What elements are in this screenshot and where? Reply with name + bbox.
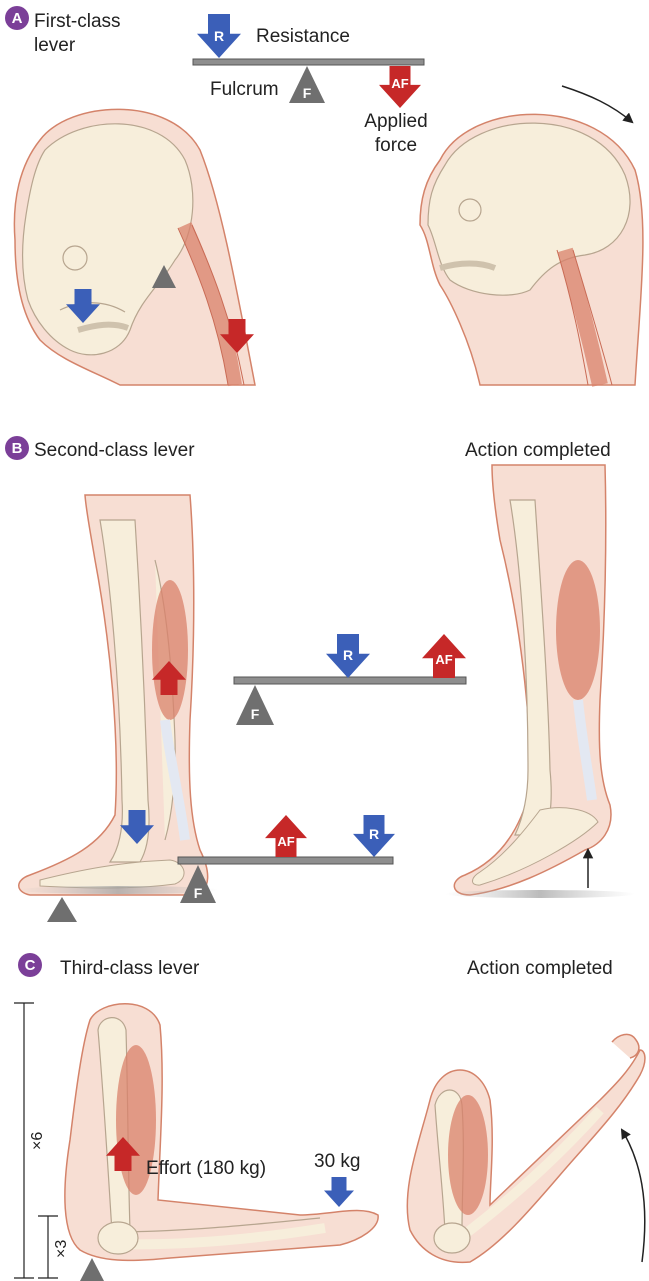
leg-tiptoe-illustration xyxy=(445,465,635,898)
fulcrum-triangle-icon xyxy=(80,1258,104,1281)
fulcrum-label: Fulcrum xyxy=(210,79,279,100)
lever-beam xyxy=(234,677,466,684)
applied-force-arrow-letter: AF xyxy=(391,76,408,91)
panel-a-title-line1: First-class xyxy=(34,11,121,32)
arm-flexed-illustration xyxy=(407,1034,645,1262)
resistance-arrow-letter: R xyxy=(214,28,224,44)
fulcrum-triangle-icon xyxy=(47,897,77,922)
resistance-label: Resistance xyxy=(256,26,350,47)
badge-b-letter: B xyxy=(12,440,23,457)
distance-ratio-markers: ×6 ×3 xyxy=(14,1003,70,1278)
lever-beam xyxy=(178,857,393,864)
arm-bent-illustration xyxy=(65,1004,378,1281)
panel-a: A First-class lever R Resistance F Fulcr… xyxy=(5,6,643,385)
applied-force-arrow-letter: AF xyxy=(435,652,452,667)
ratio-long-label: ×6 xyxy=(29,1132,46,1150)
rotation-arrow-icon xyxy=(562,86,632,122)
badge-a-letter: A xyxy=(12,10,23,27)
head-upright-illustration xyxy=(420,86,643,385)
fulcrum-letter: F xyxy=(194,885,203,901)
fulcrum-letter: F xyxy=(303,85,312,101)
head-flexed-illustration xyxy=(14,109,255,385)
applied-force-arrow-letter: AF xyxy=(277,834,294,849)
rotation-arrow-icon xyxy=(622,1130,645,1262)
badge-c-letter: C xyxy=(25,957,36,974)
resistance-arrow-icon xyxy=(324,1177,354,1207)
resistance-arrow-letter: R xyxy=(369,826,379,842)
panel-b: B Second-class lever Action completed R … xyxy=(5,436,635,922)
fulcrum-letter: F xyxy=(251,706,260,722)
lever-beam xyxy=(193,59,424,65)
applied-force-label-line1: Applied xyxy=(364,111,427,132)
panel-c-completed-label: Action completed xyxy=(467,958,613,979)
weight-label: 30 kg xyxy=(314,1151,360,1172)
panel-b-title: Second-class lever xyxy=(34,440,195,461)
panel-b-completed-label: Action completed xyxy=(465,440,611,461)
applied-force-label-line2: force xyxy=(375,135,417,156)
panel-c-title: Third-class lever xyxy=(60,958,200,979)
resistance-arrow-letter: R xyxy=(343,647,353,663)
panel-a-title-line2: lever xyxy=(34,35,76,56)
ratio-short-label: ×3 xyxy=(53,1240,70,1258)
effort-label: Effort (180 kg) xyxy=(146,1158,266,1179)
